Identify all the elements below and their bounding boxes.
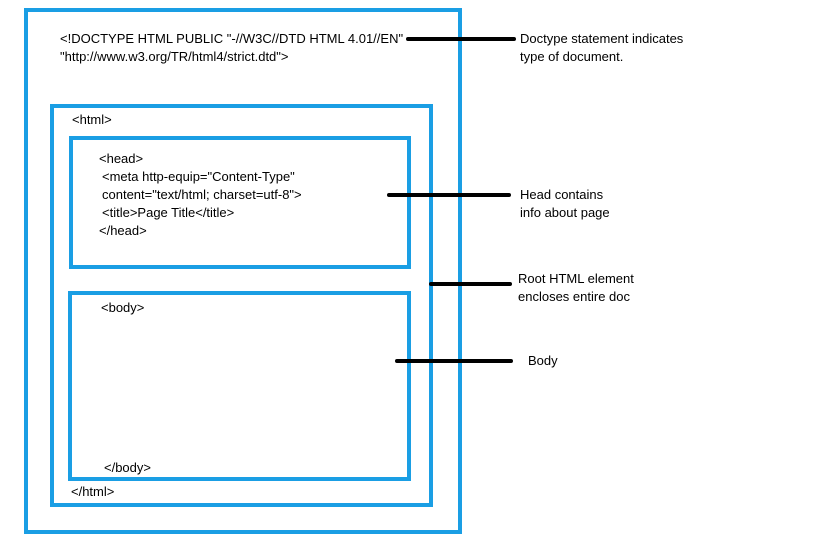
doctype-connector — [406, 37, 516, 41]
head-annotation-line-1: Head contains — [520, 187, 604, 202]
body-close-tag: </body> — [104, 460, 151, 475]
body-open-tag: <body> — [101, 300, 145, 315]
document-box — [24, 8, 462, 534]
html-open-tag: <html> — [72, 112, 112, 127]
html-element-box — [50, 104, 433, 507]
head-annotation-line-2: info about page — [520, 205, 610, 220]
doctype-annotation-line-2: type of document. — [520, 49, 624, 64]
doctype-line-1: <!DOCTYPE HTML PUBLIC "-//W3C//DTD HTML … — [60, 31, 404, 46]
doctype-annotation-line-1: Doctype statement indicates — [520, 31, 684, 46]
meta-line-1: <meta http-equip="Content-Type" — [102, 169, 295, 184]
root-annotation-line-1: Root HTML element — [518, 271, 634, 286]
body-connector — [395, 359, 513, 363]
head-connector — [387, 193, 511, 197]
html-close-tag: </html> — [71, 484, 115, 499]
head-open-tag: <head> — [99, 151, 144, 166]
body-element-box — [68, 291, 411, 481]
meta-line-2: content="text/html; charset=utf-8"> — [102, 187, 302, 202]
doctype-line-2: "http://www.w3.org/TR/html4/strict.dtd"> — [60, 49, 289, 64]
root-connector — [429, 282, 512, 286]
head-close-tag: </head> — [99, 223, 147, 238]
title-line: <title>Page Title</title> — [102, 205, 235, 220]
root-annotation-line-2: encloses entire doc — [518, 289, 631, 304]
head-element-box — [69, 136, 411, 269]
body-annotation: Body — [528, 353, 558, 368]
